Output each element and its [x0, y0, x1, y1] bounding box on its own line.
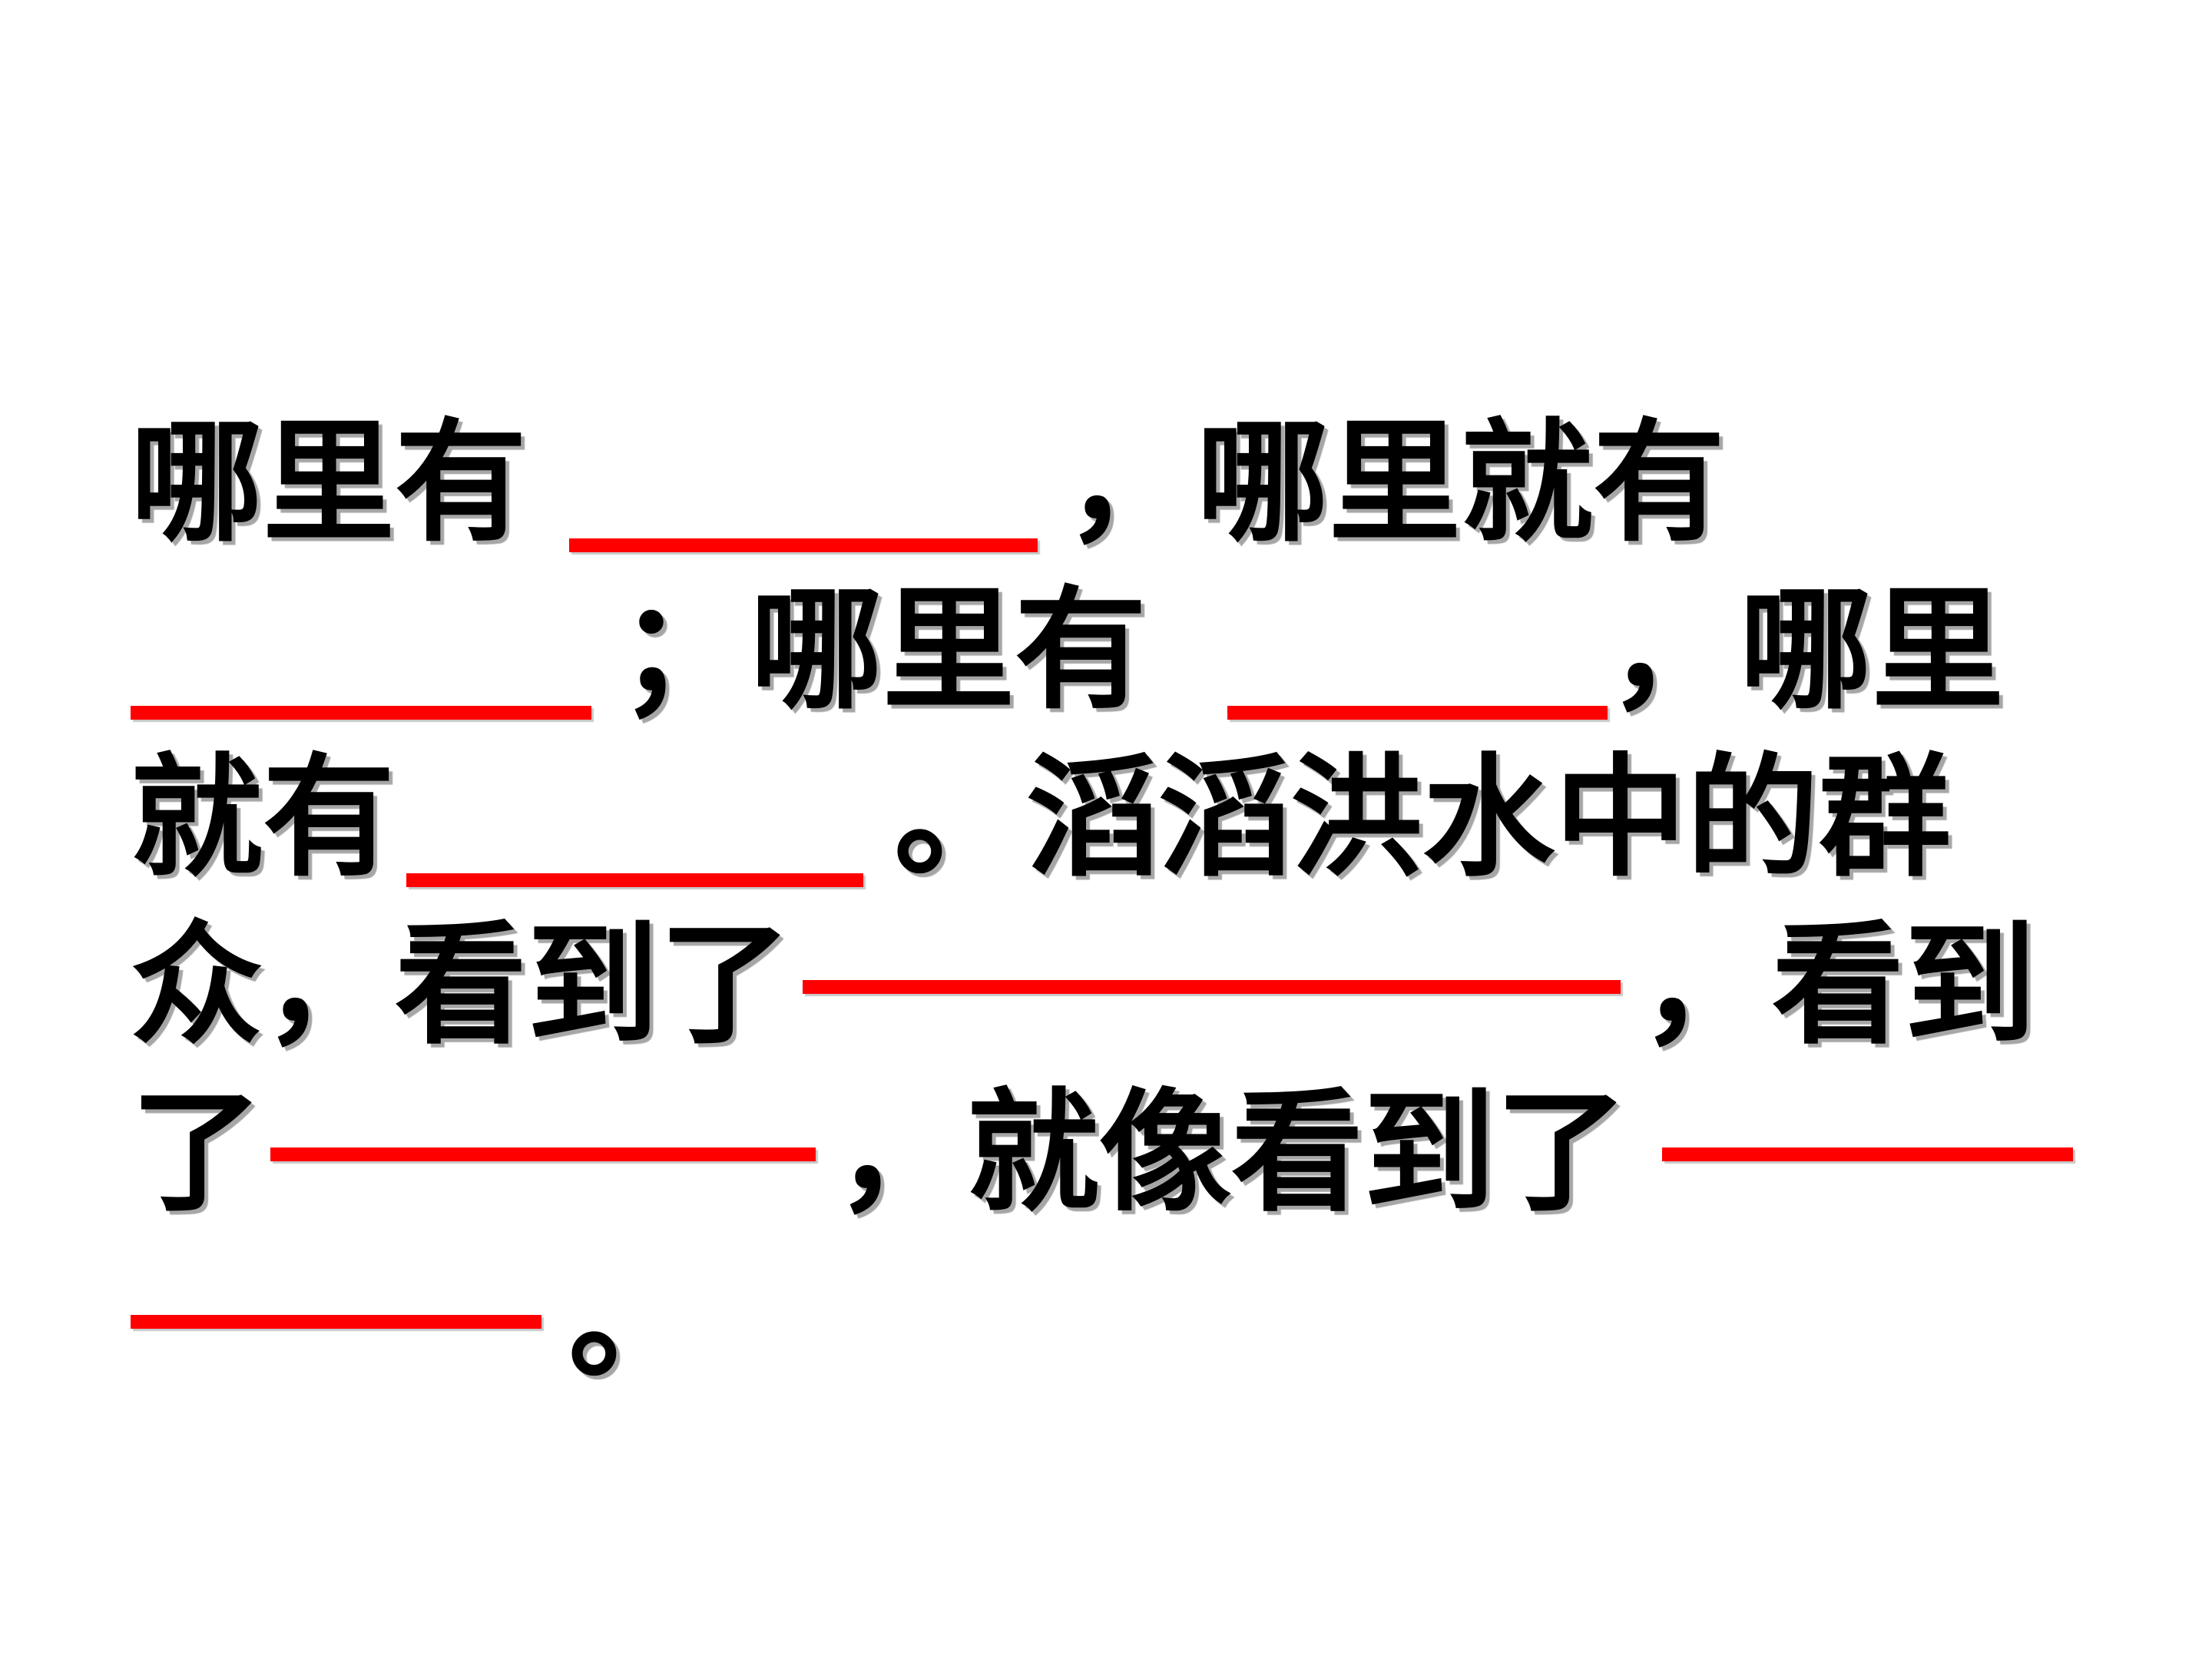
text-run: 了: [131, 1081, 263, 1227]
text-run: ，哪里就有: [1065, 412, 1725, 558]
text-line: ；哪里有 ，哪里: [131, 568, 2158, 736]
fill-in-blank-underline: [1227, 705, 1608, 720]
text-run: 。: [568, 1249, 700, 1395]
fill-in-blank-underline: [569, 538, 1038, 552]
text-run: 。滔滔洪水中的群: [894, 747, 1951, 892]
fill-in-blank-dash-line: [803, 979, 1621, 994]
text-run: 哪里有: [131, 412, 527, 558]
text-line: 哪里有 ，哪里就有: [131, 401, 2158, 568]
fill-in-blank-dash-line: [131, 1314, 541, 1329]
text-run: ，哪里: [1608, 579, 2004, 725]
fill-in-blank-underline: [406, 873, 863, 887]
text-run: ，就像看到了: [835, 1081, 1628, 1227]
fill-in-blank-underline: [131, 705, 591, 720]
text-run: 就有: [131, 747, 395, 892]
fill-in-blank-exercise-text: 哪里有，哪里就有；哪里有，哪里就有。滔滔洪水中的群众，看到了，看到了，就像看到了…: [131, 401, 2158, 1406]
text-run: ，看到: [1640, 914, 2036, 1060]
text-line: 了 ，就像看到了: [131, 1071, 2158, 1238]
text-run: ；哪里有: [618, 579, 1147, 725]
fill-in-blank-dash-line: [270, 1147, 816, 1161]
fill-in-blank-dash-line: [1662, 1147, 2073, 1161]
text-line: 就有 。滔滔洪水中的群: [131, 736, 2158, 903]
text-run: 众，看到了: [131, 914, 791, 1060]
text-line: 众，看到了 ，看到: [131, 903, 2158, 1071]
text-line: 。: [131, 1238, 2158, 1406]
